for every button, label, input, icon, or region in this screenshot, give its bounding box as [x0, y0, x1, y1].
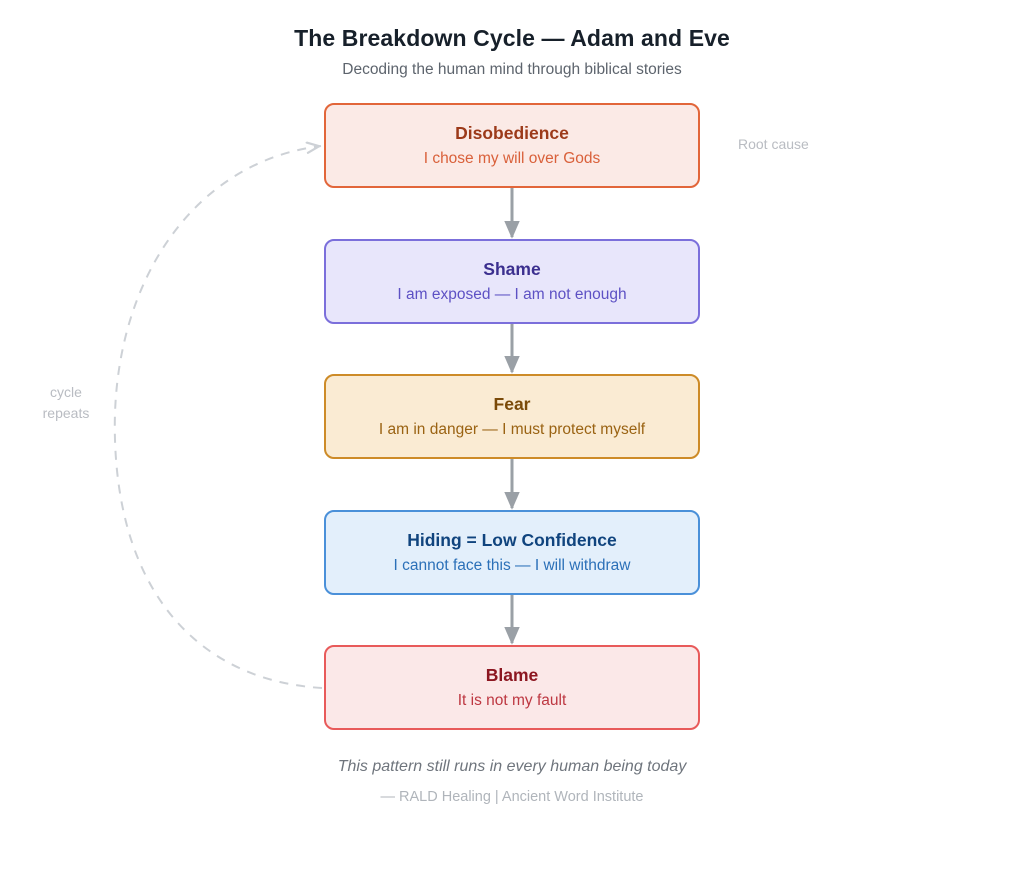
node-blame[interactable]: Blame It is not my fault	[324, 645, 700, 730]
cycle-repeats-line-2: repeats	[42, 405, 90, 421]
cycle-repeats-arrow	[113, 146, 323, 689]
node-title: Disobedience	[455, 122, 569, 143]
node-subtitle: I chose my will over Gods	[423, 150, 601, 167]
root-cause-label: Root cause	[738, 136, 809, 152]
node-hiding-low-confidence[interactable]: Hiding = Low Confidence I cannot face th…	[324, 510, 700, 595]
node-shame[interactable]: Shame I am exposed — I am not enough	[324, 239, 700, 324]
cycle-repeats-line-1: cycle	[50, 384, 82, 400]
node-title: Hiding = Low Confidence	[407, 529, 617, 550]
cycle-repeats-label: cycle repeats	[0, 382, 132, 424]
node-title: Blame	[485, 664, 539, 685]
node-title: Shame	[483, 258, 541, 279]
node-subtitle: I am in danger — I must protect myself	[378, 421, 646, 438]
node-disobedience[interactable]: Disobedience I chose my will over Gods	[324, 103, 700, 188]
node-subtitle: I am exposed — I am not enough	[397, 286, 627, 303]
node-subtitle: I cannot face this — I will withdraw	[393, 557, 631, 574]
node-subtitle: It is not my fault	[457, 692, 567, 709]
page-title: The Breakdown Cycle — Adam and Eve	[294, 25, 730, 51]
node-title: Fear	[493, 393, 531, 414]
node-fear[interactable]: Fear I am in danger — I must protect mys…	[324, 374, 700, 459]
page-subtitle: Decoding the human mind through biblical…	[342, 61, 682, 78]
footer-credit: — RALD Healing | Ancient Word Institute	[380, 789, 644, 805]
footer-statement: This pattern still runs in every human b…	[337, 758, 687, 775]
